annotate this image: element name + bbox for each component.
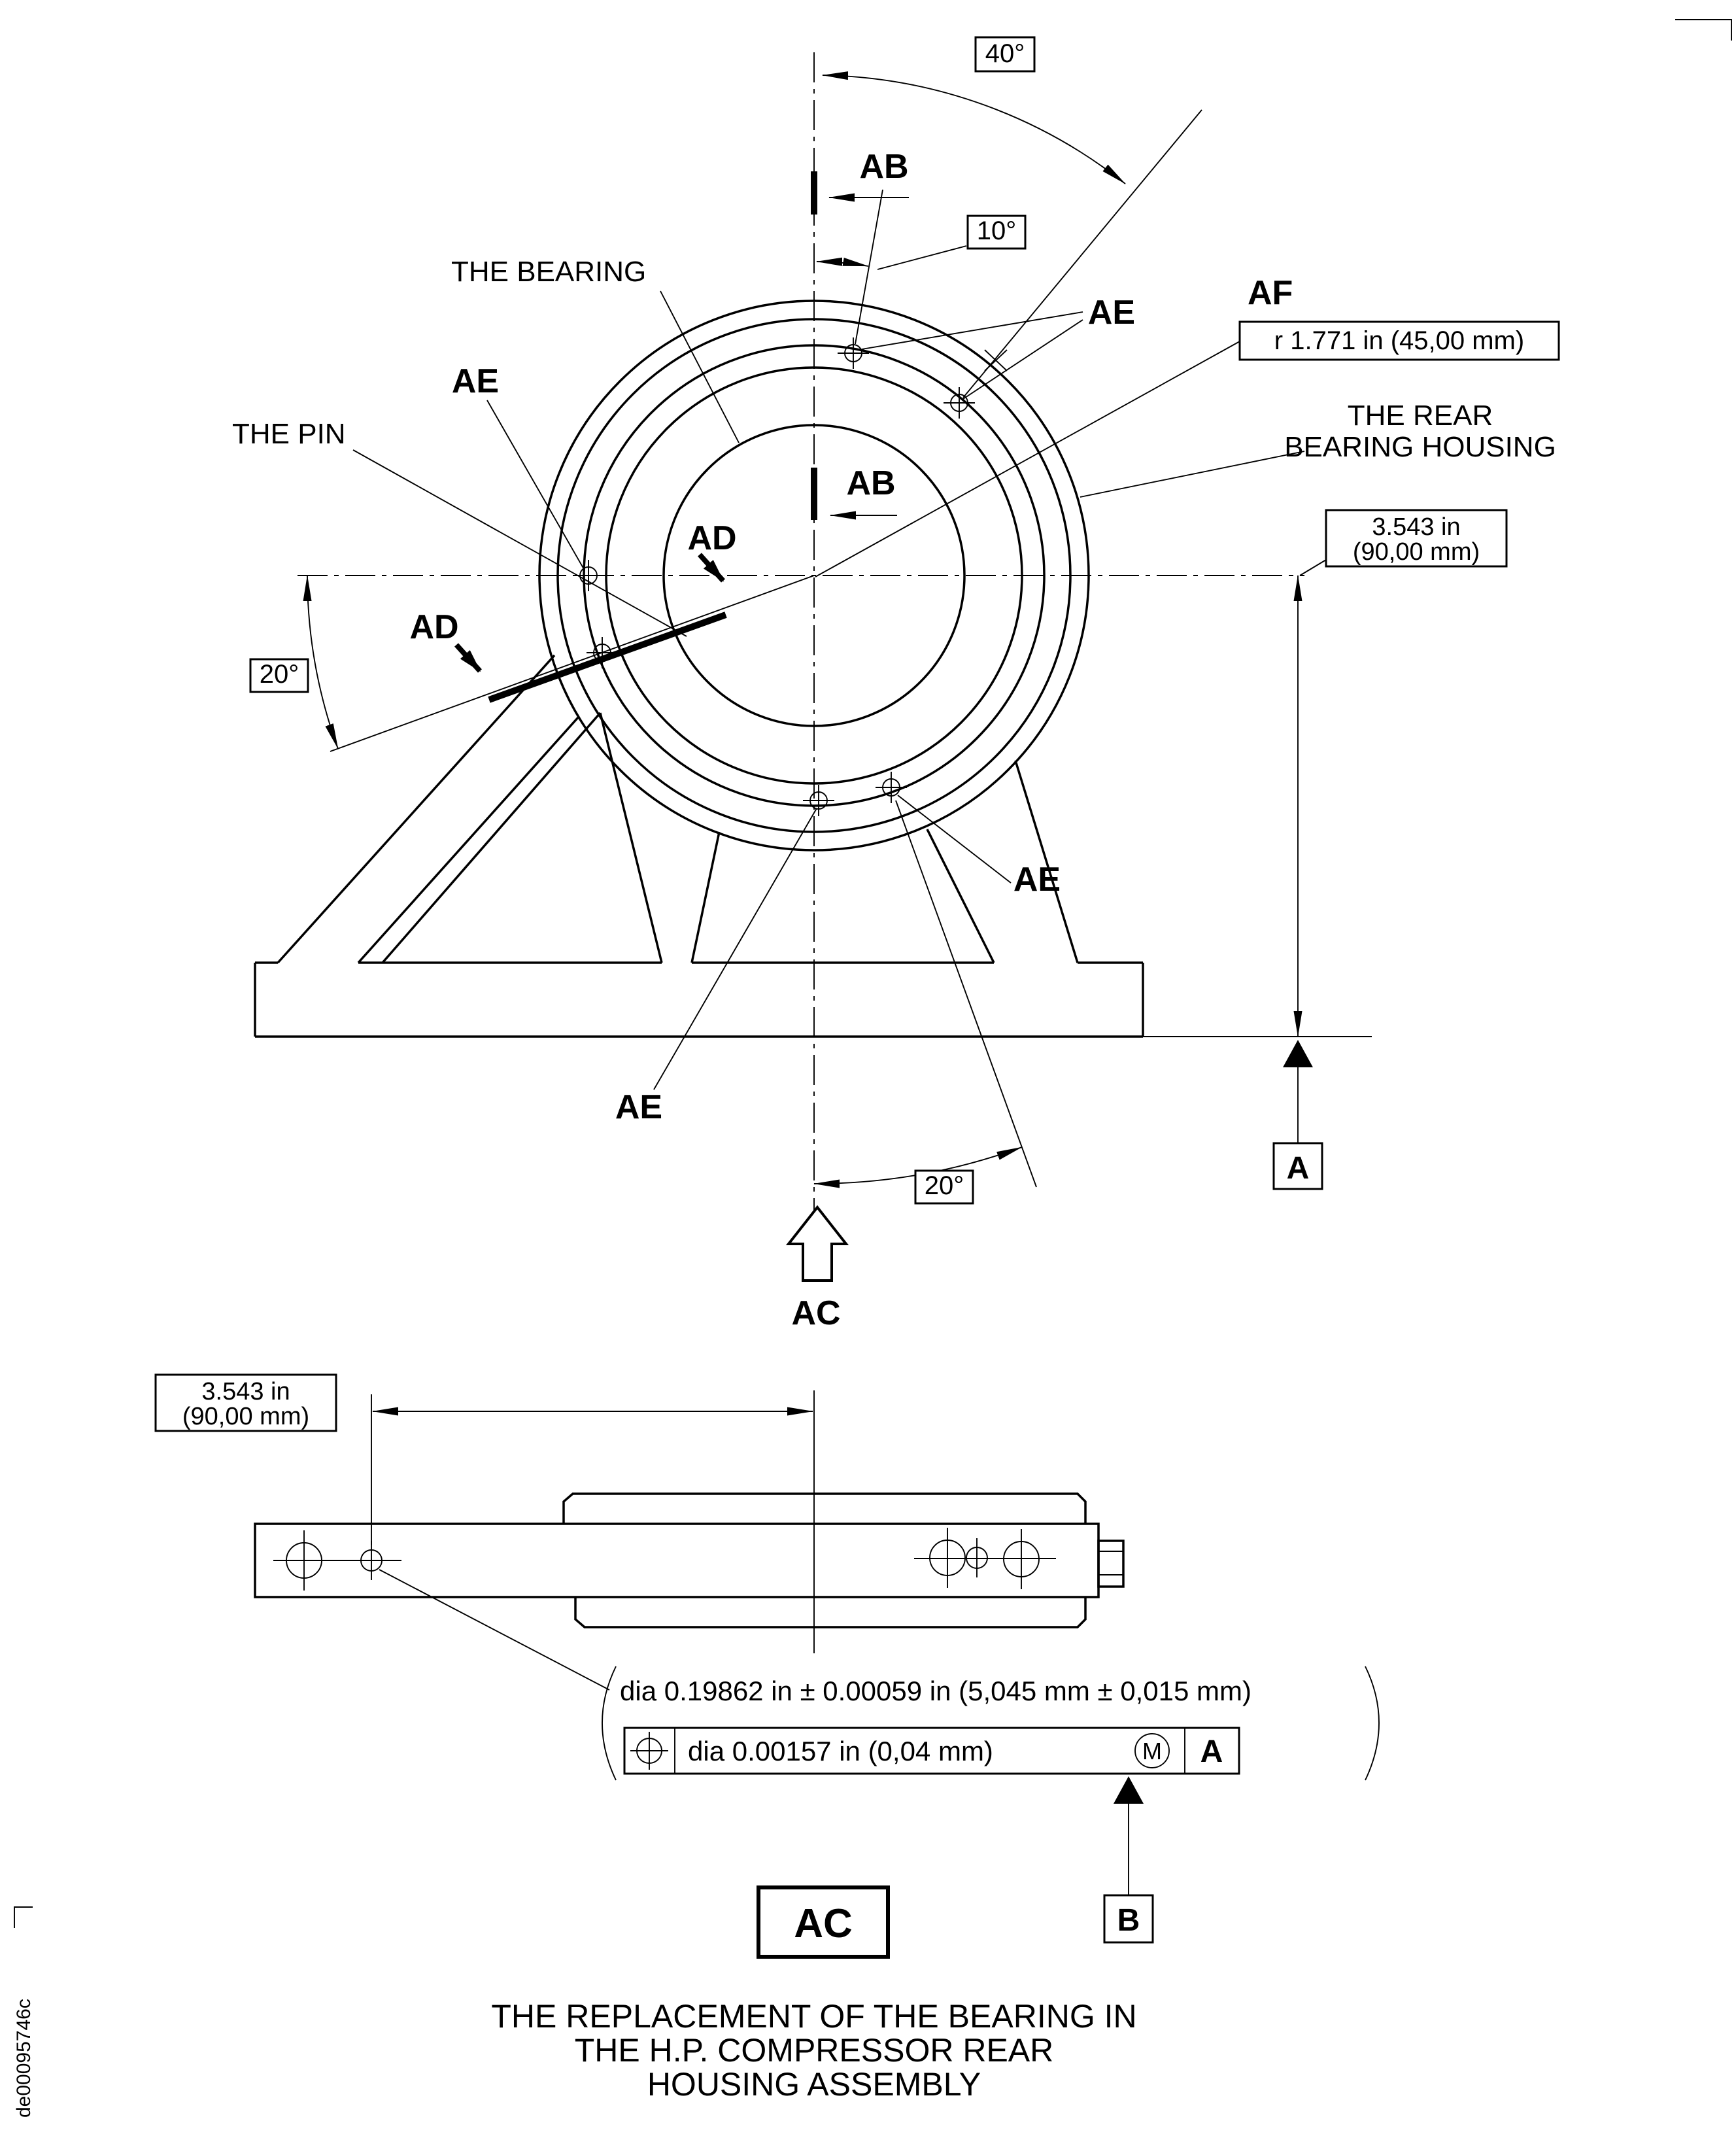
height-dim-in: 3.543 in [1372, 513, 1460, 541]
callout-ae-top-left: AE [452, 362, 499, 400]
datum-a-letter: A [1287, 1151, 1310, 1186]
label-the-bearing: THE BEARING [451, 256, 740, 443]
hole-40deg [944, 387, 975, 419]
true-position-value: dia 0.00157 in (0,04 mm) [688, 1736, 993, 1766]
datum-a-triangle [1283, 1040, 1313, 1067]
dimension-20deg-bottom: 20° [813, 800, 1037, 1205]
feature-control-frame: dia 0.00157 in (0,04 mm) M A [623, 1727, 1240, 1775]
hole-bottom-right [876, 772, 907, 803]
datum-b-box [1103, 1894, 1154, 1944]
view-direction-arrow [785, 1205, 849, 1282]
material-modifier-icon: M [1134, 1733, 1170, 1768]
front-view: 40° 10° 20° 20° 3.543 in [232, 36, 1560, 1332]
callout-ae-bottom-right: AE [1013, 861, 1061, 899]
dimension-20deg-left: 20° [249, 575, 339, 749]
bolt-holes [573, 337, 975, 816]
caption-line-1: THE REPLACEMENT OF THE BEARING IN [491, 1998, 1136, 2035]
angle-20-left-box [249, 658, 309, 693]
ac-box-frame [757, 1885, 890, 1959]
true-position-icon [630, 1732, 668, 1770]
ae-callout-top-right: AE [857, 294, 1135, 400]
caption: THE REPLACEMENT OF THE BEARING IN THE H.… [491, 1998, 1136, 2103]
ad-callout-2: AD [409, 608, 482, 673]
plate-outline [254, 1492, 1125, 1628]
paren-left [602, 1666, 617, 1781]
housing-base-outline [254, 654, 1372, 1038]
height-dim-mm: (90,00 mm) [1353, 538, 1480, 566]
width-dim-mm: (90,00 mm) [182, 1403, 309, 1430]
callout-ac-box: AC [794, 1901, 853, 1946]
callout-ae-bottom-left: AE [615, 1088, 662, 1126]
ae-callout-bottom-right: AE [897, 795, 1061, 899]
ae-callout-bottom-left: AE [615, 808, 817, 1126]
angle-20-bottom-box [914, 1169, 974, 1205]
dimension-height: 3.543 in (90,00 mm) [1293, 509, 1508, 1037]
width-dim-in: 3.543 in [201, 1378, 290, 1405]
drawing-number: de00095746c [13, 1999, 35, 2118]
paren-right [1365, 1666, 1380, 1781]
width-dim-box [154, 1373, 337, 1432]
callout-ac-arrow: AC [791, 1294, 840, 1332]
ac-view-box: AC [757, 1885, 890, 1959]
ac-view-arrow: AC [785, 1205, 849, 1332]
pin-diameter-value: dia 0.19862 in ± 0.00059 in (5,045 mm ± … [620, 1676, 1251, 1706]
material-modifier-letter: M [1142, 1738, 1162, 1764]
the-bearing-label: THE BEARING [451, 256, 646, 288]
datum-b-letter: B [1117, 1903, 1140, 1938]
radius-dim-value: r 1.771 in (45,00 mm) [1274, 326, 1524, 355]
dimension-10deg: 10° [816, 189, 1027, 345]
callout-ad-1: AD [687, 519, 736, 557]
height-dim-box [1325, 509, 1508, 568]
radius-dim-box [1238, 320, 1560, 361]
angle-10-value: 10° [977, 216, 1017, 245]
datum-b-triangle [1114, 1776, 1144, 1804]
datum-a-box [1272, 1142, 1323, 1190]
rear-housing-label-line1: THE REAR [1348, 400, 1493, 432]
datum-a: A [1272, 1040, 1323, 1190]
ad-callout-1: AD [687, 519, 737, 583]
callout-ab-upper: AB [859, 148, 908, 186]
side-view: 3.543 in (90,00 mm) [154, 1373, 1380, 1959]
label-rear-bearing-housing: THE REAR BEARING HOUSING [1080, 400, 1556, 498]
callout-ae-top-right: AE [1088, 294, 1135, 332]
label-the-pin: THE PIN [232, 418, 687, 637]
sheet-corner-marks [14, 19, 1732, 1928]
plate-holes [273, 1528, 1056, 1591]
caption-line-2: THE H.P. COMPRESSOR REAR [575, 2032, 1054, 2069]
hole-bottom-center [803, 785, 834, 816]
angle-40-box [974, 36, 1036, 73]
bearing-housing-circles [538, 300, 1090, 852]
ab-target-lower: AB [811, 464, 897, 520]
af-callout: AF r 1.771 in (45,00 mm) [815, 274, 1560, 577]
dimension-40deg: 40° [822, 36, 1202, 398]
callout-af: AF [1248, 274, 1293, 312]
fcf-datum-ref: A [1200, 1734, 1223, 1769]
pin-hole-callout: dia 0.19862 in ± 0.00059 in (5,045 mm ± … [379, 1569, 1380, 1781]
the-pin-label: THE PIN [232, 418, 346, 450]
angle-20-bottom-value: 20° [925, 1171, 964, 1200]
pin-graphic [330, 575, 815, 752]
datum-b: B [1103, 1776, 1154, 1944]
rear-housing-label-line2: BEARING HOUSING [1284, 431, 1556, 463]
dimension-width: 3.543 in (90,00 mm) [154, 1373, 815, 1653]
callout-ab-lower: AB [846, 464, 895, 502]
ae-callout-top-left: AE [452, 362, 585, 571]
caption-line-3: HOUSING ASSEMBLY [647, 2066, 981, 2103]
ab-target-upper: AB [811, 148, 909, 215]
angle-10-box [966, 215, 1027, 250]
hole-left [573, 560, 604, 591]
callout-ad-2: AD [409, 608, 458, 646]
hole-10deg [838, 337, 869, 369]
angle-40-value: 40° [985, 39, 1025, 68]
angle-20-left-value: 20° [260, 660, 299, 689]
centerlines [298, 52, 1304, 1215]
